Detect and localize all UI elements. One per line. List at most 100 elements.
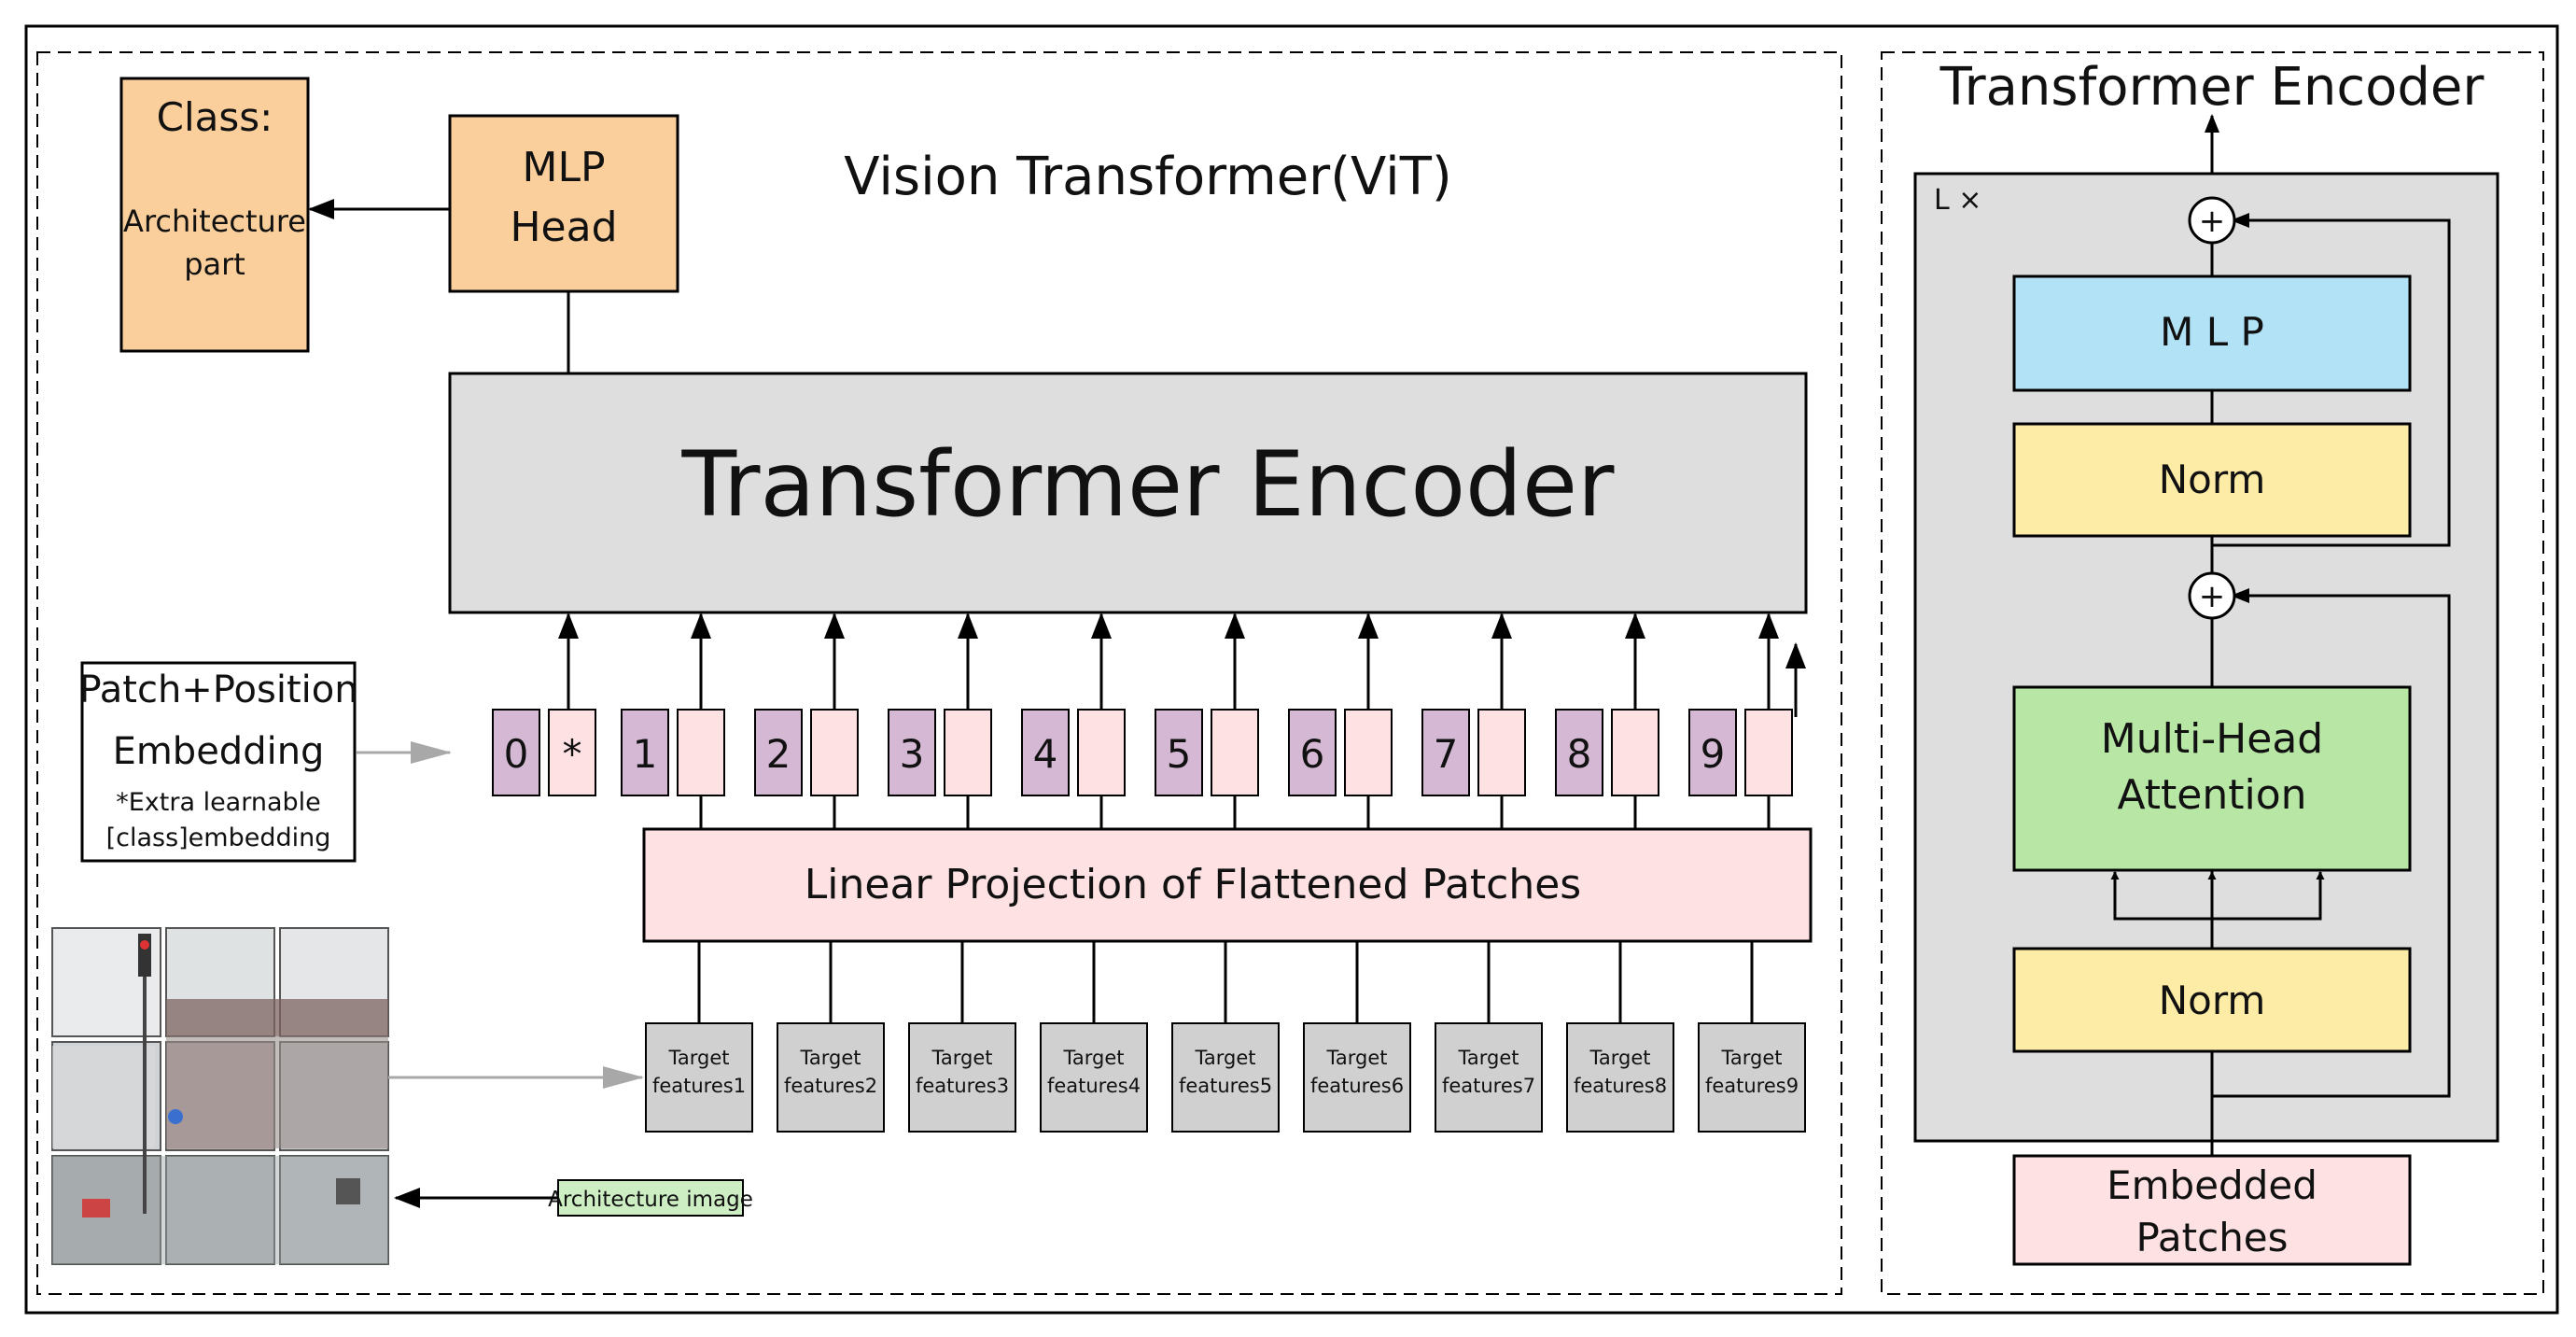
image-traffic-light-red — [140, 940, 149, 950]
patch-position-embedding-box — [80, 661, 357, 863]
patch-token-1 — [677, 709, 725, 796]
target-feature-line2-4: features4 — [1047, 1075, 1141, 1097]
feature-row: Target features1 Target features2 Target feat… — [645, 941, 1806, 1133]
target-feature-box-3 — [908, 1022, 1016, 1133]
target-feature-box-8 — [1566, 1022, 1674, 1133]
position-embedding-5-label: 5 — [1167, 731, 1192, 777]
position-embedding-1-label: 1 — [633, 731, 658, 777]
flow-branch-right — [2212, 871, 2325, 921]
target-feature-line2-9: features9 — [1705, 1075, 1799, 1097]
target-feature-line1-2: Target — [800, 1047, 861, 1069]
image-traffic-light — [138, 934, 151, 977]
linear-projection-box — [642, 827, 1813, 943]
class-output-line2: part — [184, 246, 245, 282]
position-embedding-3 — [888, 709, 936, 796]
target-feature-box-2 — [777, 1022, 885, 1133]
target-feature-line2-3: features3 — [916, 1075, 1009, 1097]
class-output-title: Class: — [157, 94, 273, 140]
norm-top-label: Norm — [2159, 457, 2266, 502]
vit-panel-frame — [36, 51, 1842, 1295]
linear-projection-label: Linear Projection of Flattened Patches — [805, 861, 1581, 908]
target-feature-box-7 — [1435, 1022, 1543, 1133]
mlp-block — [2012, 274, 2412, 392]
target-feature-line1-8: Target — [1589, 1047, 1651, 1069]
class-token-label: * — [563, 731, 582, 777]
target-feature-line1-5: Target — [1195, 1047, 1256, 1069]
attention-line1: Multi-Head — [2101, 715, 2323, 763]
encoder-detail-title: Transformer Encoder — [1939, 57, 2485, 118]
outer-frame — [24, 24, 2559, 1315]
target-feature-line2-1: features1 — [652, 1075, 746, 1097]
patch-token-7 — [1477, 709, 1526, 796]
encoder-panel-frame — [1881, 51, 2544, 1295]
token-row: 0 * 1 2 3 4 5 6 7 8 9 — [492, 612, 1806, 829]
residual-top-line — [2212, 213, 2451, 547]
image-sign — [168, 1109, 183, 1124]
mlp-head-line1: MLP — [522, 144, 605, 191]
position-embedding-2 — [754, 709, 803, 796]
target-feature-line2-6: features6 — [1310, 1075, 1404, 1097]
target-feature-line1-1: Target — [668, 1047, 730, 1069]
embedded-patches-block — [2012, 1154, 2412, 1266]
residual-add-top — [2188, 196, 2236, 245]
image-tile-9 — [279, 1155, 389, 1265]
class-output-box — [119, 77, 310, 353]
image-rider — [336, 1178, 360, 1204]
mlp-head-box — [448, 114, 679, 293]
target-feature-box-6 — [1303, 1022, 1411, 1133]
position-embedding-7 — [1421, 709, 1470, 796]
transformer-encoder-block — [448, 372, 1808, 614]
position-embedding-6 — [1288, 709, 1337, 796]
patch-token-6 — [1344, 709, 1393, 796]
position-embedding-5 — [1155, 709, 1203, 796]
target-feature-line1-9: Target — [1721, 1047, 1783, 1069]
position-embedding-7-label: 7 — [1434, 731, 1459, 777]
position-embedding-2-label: 2 — [766, 731, 791, 777]
embedding-line1: Patch+Position — [78, 668, 357, 711]
position-embedding-9-label: 9 — [1701, 731, 1726, 777]
position-embedding-8-label: 8 — [1567, 731, 1592, 777]
target-feature-box-5 — [1171, 1022, 1280, 1133]
patch-token-3 — [944, 709, 992, 796]
embedded-patches-line2: Patches — [2135, 1215, 2288, 1260]
mlp-head-line2: Head — [510, 204, 617, 251]
image-building-roof — [166, 999, 388, 1036]
class-output-line1: Architecture — [123, 204, 306, 239]
image-building-facade — [166, 1036, 388, 1148]
repeat-label: L × — [1934, 184, 1981, 217]
transformer-encoder-label: Transformer Encoder — [680, 432, 1615, 537]
target-feature-line1-4: Target — [1063, 1047, 1125, 1069]
position-embedding-1 — [621, 709, 669, 796]
position-embedding-6-label: 6 — [1300, 731, 1325, 777]
target-feature-line1-7: Target — [1458, 1047, 1519, 1069]
position-embedding-4 — [1021, 709, 1070, 796]
embedded-patches-line1: Embedded — [2107, 1162, 2317, 1208]
multi-head-attention-block — [2012, 685, 2412, 872]
position-embedding-3-label: 3 — [900, 731, 925, 777]
flow-branch-left — [2110, 871, 2212, 921]
patch-token-5 — [1211, 709, 1259, 796]
patch-token-9 — [1744, 709, 1793, 796]
position-embedding-0 — [492, 709, 540, 796]
target-feature-line1-3: Target — [931, 1047, 993, 1069]
position-embedding-0-label: 0 — [504, 731, 529, 777]
target-feature-box-9 — [1698, 1022, 1806, 1133]
position-embedding-4-label: 4 — [1033, 731, 1058, 777]
architecture-image-label: Architecture image — [548, 1188, 753, 1212]
embedding-note2: [class]embedding — [106, 823, 331, 852]
residual-add-top-label: + — [2199, 203, 2226, 240]
mlp-block-label: M L P — [2160, 309, 2264, 355]
class-token — [548, 709, 596, 796]
architecture-image-grid — [51, 927, 389, 1265]
target-feature-box-4 — [1040, 1022, 1148, 1133]
attention-line2: Attention — [2117, 771, 2306, 819]
target-feature-line2-2: features2 — [784, 1075, 877, 1097]
target-feature-line2-8: features8 — [1574, 1075, 1667, 1097]
norm-bottom-block — [2012, 947, 2412, 1053]
embedding-note1: *Extra learnable — [116, 788, 321, 817]
position-embedding-9 — [1688, 709, 1737, 796]
patch-token-4 — [1077, 709, 1126, 796]
norm-top-block — [2012, 422, 2412, 538]
